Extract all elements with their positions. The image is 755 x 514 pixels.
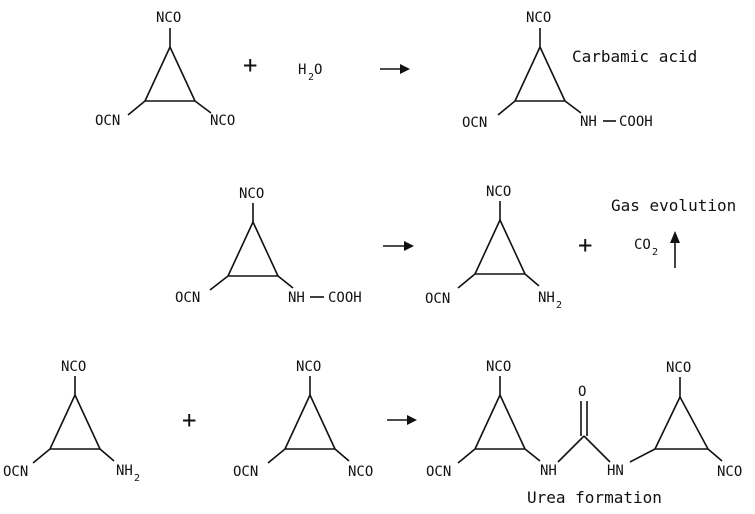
carbamic-acid-molecule-2: NCO OCN NH COOH bbox=[175, 186, 362, 306]
carbamic-acid-caption: Carbamic acid bbox=[572, 47, 697, 66]
ocn-label: OCN bbox=[175, 290, 200, 306]
nh-label: NH bbox=[288, 290, 305, 306]
co2-subscript: 2 bbox=[652, 247, 658, 258]
nco-label: NCO bbox=[486, 184, 511, 200]
nh2-subscript: 2 bbox=[556, 300, 562, 311]
nco-label: NCO bbox=[526, 10, 551, 26]
nco-label: NCO bbox=[486, 359, 511, 375]
carbonyl-oxygen-label: O bbox=[578, 384, 586, 400]
plus-sign: + bbox=[182, 406, 196, 434]
urea-molecule: NCO OCN NH O HN NCO NCO bbox=[426, 359, 742, 480]
nco-label: NCO bbox=[717, 464, 742, 480]
h2o-subscript: 2 bbox=[308, 72, 314, 83]
nh2-label: NH bbox=[538, 290, 555, 306]
nh-label: NH bbox=[540, 463, 557, 479]
ocn-label: OCN bbox=[425, 291, 450, 307]
nh2-label: NH bbox=[116, 463, 133, 479]
triisocyanate-molecule-2: NCO OCN NCO bbox=[233, 359, 373, 480]
plus-sign: + bbox=[578, 231, 592, 259]
co2-c: CO bbox=[634, 237, 651, 253]
ocn-label: OCN bbox=[95, 113, 120, 129]
ocn-label: OCN bbox=[3, 464, 28, 480]
triisocyanate-molecule-1: NCO OCN NCO bbox=[95, 10, 235, 129]
h2o-o: O bbox=[314, 62, 322, 78]
nco-label: NCO bbox=[61, 359, 86, 375]
urea-formation-caption: Urea formation bbox=[527, 488, 662, 507]
co2-formula: CO 2 bbox=[634, 237, 658, 258]
ocn-label: OCN bbox=[462, 115, 487, 131]
nco-label: NCO bbox=[210, 113, 235, 129]
nh-label: HN bbox=[607, 463, 624, 479]
cooh-label: COOH bbox=[619, 114, 653, 130]
nh-label: NH bbox=[580, 114, 597, 130]
plus-sign: + bbox=[243, 51, 257, 79]
nco-label: NCO bbox=[156, 10, 181, 26]
water-formula: H 2 O bbox=[298, 62, 322, 83]
h2o-h: H bbox=[298, 62, 306, 78]
carbamic-acid-molecule: NCO OCN NH COOH bbox=[462, 10, 653, 131]
nh2-subscript: 2 bbox=[134, 473, 140, 484]
nco-label: NCO bbox=[239, 186, 264, 202]
gas-up-arrow-icon bbox=[670, 231, 680, 268]
nco-label: NCO bbox=[666, 360, 691, 376]
ocn-label: OCN bbox=[233, 464, 258, 480]
nco-label: NCO bbox=[348, 464, 373, 480]
reaction-arrow-3 bbox=[387, 415, 417, 425]
nco-label: NCO bbox=[296, 359, 321, 375]
reaction-arrow-2 bbox=[383, 241, 414, 251]
reaction-arrow-1 bbox=[380, 64, 410, 74]
amine-molecule-2: NCO OCN NH 2 bbox=[3, 359, 140, 484]
amine-molecule: NCO OCN NH 2 bbox=[425, 184, 562, 311]
gas-evolution-caption: Gas evolution bbox=[611, 196, 736, 215]
ocn-label: OCN bbox=[426, 464, 451, 480]
cooh-label: COOH bbox=[328, 290, 362, 306]
